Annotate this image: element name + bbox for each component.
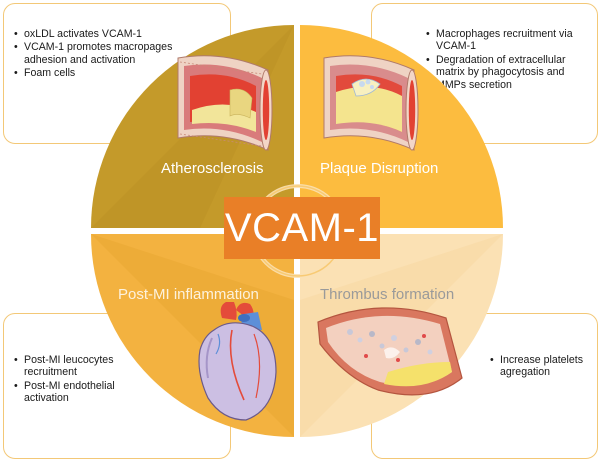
bullet-item: VCAM-1 promotes macropages adhesion and … xyxy=(14,41,186,66)
bullet-item: Post-MI endothelial activation xyxy=(14,380,126,405)
plaque-disruption-label: Plaque Disruption xyxy=(320,160,439,177)
plaque-disruption-bullets: Macrophages recruitment via VCAM-1 Degra… xyxy=(426,28,594,92)
bullet-item: Foam cells xyxy=(14,67,186,80)
bullet-item: Macrophages recruitment via VCAM-1 xyxy=(426,28,594,53)
artery-atherosclerosis-illustration xyxy=(177,55,273,151)
center-title-box xyxy=(224,197,380,259)
bullet-item: Increase platelets agregation xyxy=(490,354,592,379)
post-mi-bullets: Post-MI leucocytes recruitment Post-MI e… xyxy=(14,354,126,406)
center-title: VCAM-1 xyxy=(224,206,380,250)
atherosclerosis-label: Atherosclerosis xyxy=(161,160,264,177)
bullet-item: Degradation of extracellular matrix by p… xyxy=(426,54,594,91)
artery-thrombus-illustration xyxy=(317,307,463,396)
bullet-item: Post-MI leucocytes recruitment xyxy=(14,354,126,379)
atherosclerosis-bullets: oxLDL activates VCAM-1 VCAM-1 promotes m… xyxy=(14,28,186,81)
bullet-item: oxLDL activates VCAM-1 xyxy=(14,28,186,41)
thrombus-bullets: Increase platelets agregation xyxy=(490,354,592,380)
artery-plaque-disruption-illustration xyxy=(323,55,419,151)
post-mi-inflammation-label: Post-MI inflammation xyxy=(118,286,259,303)
thrombus-formation-label: Thrombus formation xyxy=(320,286,455,303)
heart-illustration xyxy=(198,302,277,421)
